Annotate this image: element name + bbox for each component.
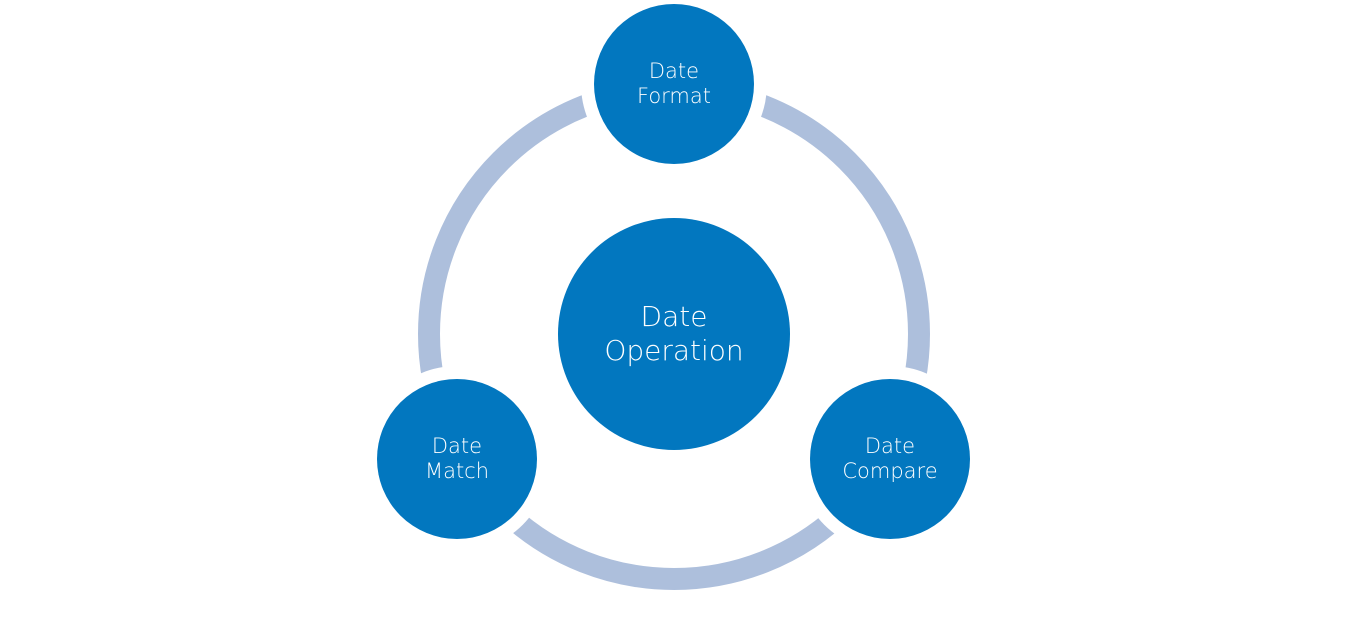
center-label-line1: Date (640, 300, 708, 334)
center-label-line2: Operation (604, 334, 744, 367)
node-label-line1: Date (431, 433, 483, 458)
node-label-line2: Format (636, 84, 711, 108)
node-label-line2: Match (424, 459, 490, 483)
node-label-line2: Compare (842, 459, 938, 483)
node-label-line1: Date (864, 433, 916, 458)
node-label-line1: Date (648, 58, 700, 83)
